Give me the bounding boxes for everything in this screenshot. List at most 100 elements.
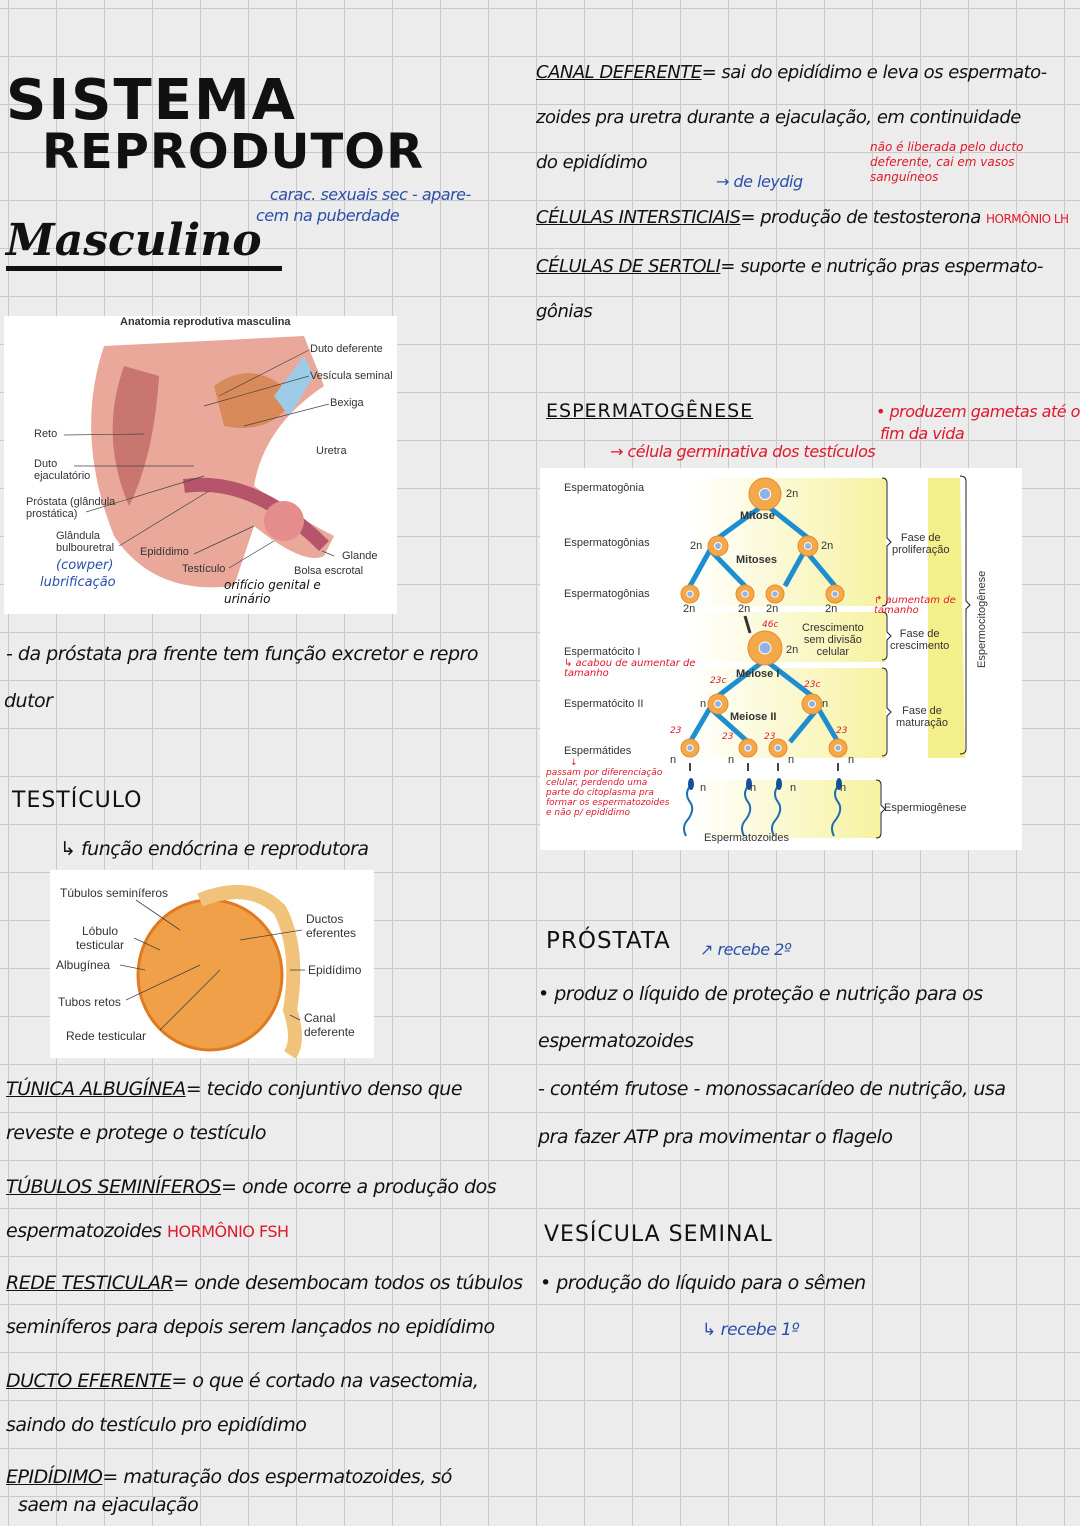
process-meiose-i: Meiose I: [736, 668, 780, 680]
cell-nucleus: [741, 590, 749, 598]
process-meiose-ii: Meiose II: [730, 711, 777, 723]
continuation: espermatozoides: [6, 1220, 162, 1242]
note-rede-testicular: REDE TESTICULAR= onde desembocam todos o…: [6, 1272, 523, 1338]
spermiogenesis-band: [690, 780, 880, 838]
phase-line: Fase de: [900, 532, 941, 544]
note-line: não é liberada pelo ducto: [870, 140, 1024, 154]
phase-espermiogenese: Espermiogênese: [884, 802, 967, 814]
ploidy-2n: 2n: [786, 644, 799, 656]
ploidy-2n: 2n: [683, 603, 696, 615]
cell-nucleus: [686, 590, 694, 598]
prostata-line-3: - contém frutose - monossacarídeo de nut…: [538, 1078, 1006, 1100]
division-arrow: [815, 706, 841, 744]
note-celulas-sertoli: CÉLULAS DE SERTOLI= suporte e nutrição p…: [536, 256, 1043, 322]
ploidy-n: n: [822, 698, 829, 710]
label-bolsa-escrotal: Bolsa escrotal: [294, 565, 364, 577]
definition: = o que é cortado na vasectomia,: [171, 1370, 479, 1392]
label-lobulo-testicular: Lóbulo testicular: [75, 924, 125, 952]
group-espermocitogenese: Espermocitogênese: [976, 570, 988, 668]
testicle-figure: Túbulos seminíferos Lóbulo testicular Al…: [50, 870, 374, 1058]
note-tubulos-seminiferos: TÚBULOS SEMINÍFEROS= onde ocorre a produ…: [6, 1176, 497, 1242]
note-line: e não p/ epidídimo: [546, 808, 631, 818]
title-note-1: carac. sexuais sec - apare-: [270, 185, 471, 204]
prostata-heading: PRÓSTATA: [546, 928, 671, 954]
ploidy-n: n: [790, 782, 797, 794]
label-rede-testicular: Rede testicular: [66, 1029, 147, 1043]
note-celula-germinativa: → célula germinativa dos testículos: [610, 442, 876, 461]
label-epididimo: Epidídimo: [140, 546, 189, 558]
note-lubrificacao: lubrificação: [40, 575, 116, 590]
growth-label: Crescimento sem divisão celular: [802, 622, 864, 658]
growth-line: sem divisão: [803, 634, 862, 646]
label-vesicula-seminal: Vesícula seminal: [310, 370, 393, 382]
title-line1: SISTEMA: [6, 68, 298, 133]
prostata-line-1: • produz o líquido de proteção e nutriçã…: [538, 983, 983, 1005]
label-albuginea: Albugínea: [56, 958, 111, 972]
phase-line: crescimento: [890, 640, 950, 652]
note-epididimo: EPIDÍDIMO= maturação dos espermatozoides…: [6, 1466, 452, 1516]
ploidy-n: n: [750, 782, 757, 794]
division-arrow: [782, 548, 808, 588]
term: TÚNICA ALBUGÍNEA: [6, 1078, 186, 1100]
prostata-line-4: pra fazer ATP pra movimentar o flagelo: [538, 1126, 893, 1148]
label-tubulos-seminiferos: Túbulos seminíferos: [60, 886, 169, 900]
label-glandula-bulbouretral: Glândula bulbouretral: [56, 530, 115, 554]
testicle-illustration: [119, 885, 305, 1058]
sperm-head: [746, 778, 752, 790]
label-testiculo: Testículo: [182, 563, 226, 575]
sperm-cell: [683, 785, 694, 837]
note-line: deferente, cai em vasos: [870, 155, 1015, 169]
continuation: saem na ejaculação: [18, 1494, 199, 1516]
note-celulas-intersticiais: CÉLULAS INTERSTICIAIS= produção de testo…: [536, 207, 1069, 228]
cell-nucleus: [714, 542, 722, 550]
label-uretra: Uretra: [316, 445, 347, 457]
division-arrow: [716, 501, 767, 541]
definition: = suporte e nutrição pras espermato-: [720, 256, 1043, 277]
anatomy-title: Anatomia reprodutiva masculina: [120, 316, 291, 328]
note-46c: 46c: [762, 620, 779, 630]
continuation: gônias: [536, 301, 593, 322]
cell-nucleus: [774, 744, 782, 752]
vesicula-line-1: • produção do líquido para o sêmen: [540, 1272, 866, 1294]
title-line2: REPRODUTOR: [42, 124, 425, 180]
spermatogenesis-graphic: [680, 475, 971, 839]
definition: = onde ocorre a produção dos: [221, 1176, 497, 1198]
label-canal-deferente: Canal deferente: [304, 1011, 355, 1039]
note-line: formar os espermatozoides: [546, 798, 670, 808]
prostata-line-2: espermatozoides: [538, 1030, 694, 1052]
note-23c: 23c: [710, 676, 727, 686]
cell-nucleus: [804, 542, 812, 550]
note-leydig: → de leydig: [716, 172, 803, 191]
prostata-note-1: - da próstata pra frente tem função excr…: [6, 643, 478, 665]
note-23: 23: [670, 726, 682, 736]
cell-nucleus: [758, 487, 772, 501]
sperm-head: [836, 778, 842, 790]
definition: = onde desembocam todos os túbulos: [173, 1272, 523, 1294]
label-glande: Glande: [342, 550, 378, 562]
phase-line: Fase de: [899, 628, 940, 640]
ploidy-n: n: [700, 698, 707, 710]
ploidy-2n: 2n: [786, 488, 799, 500]
note-line: ↳ acabou de aumentar de: [564, 658, 696, 669]
cell-nucleus: [808, 700, 816, 708]
growth-band: [690, 612, 886, 662]
process-mitose: Mitose: [740, 510, 775, 522]
anatomy-illustration: [63, 336, 335, 588]
ploidy-2n: 2n: [738, 603, 751, 615]
hormone-tag: HORMÔNIO FSH: [166, 1222, 289, 1241]
note-recebe-1: ↳ recebe 1º: [702, 1320, 799, 1340]
cell-nucleus: [834, 744, 842, 752]
label-tubos-retos: Tubos retos: [58, 995, 121, 1009]
title-note-2: cem na puberdade: [256, 206, 400, 225]
vesicula-heading: VESÍCULA SEMINAL: [544, 1222, 773, 1247]
note-testosterona-red: não é liberada pelo ducto deferente, cai…: [870, 140, 1023, 185]
ploidy-n: n: [848, 754, 855, 766]
row-espermatides: Espermátides: [564, 745, 632, 757]
division-arrow: [763, 658, 814, 698]
continuation: saindo do testículo pro epidídimo: [6, 1414, 307, 1436]
note-produzem-1: • produzem gametas até o: [876, 402, 1080, 421]
